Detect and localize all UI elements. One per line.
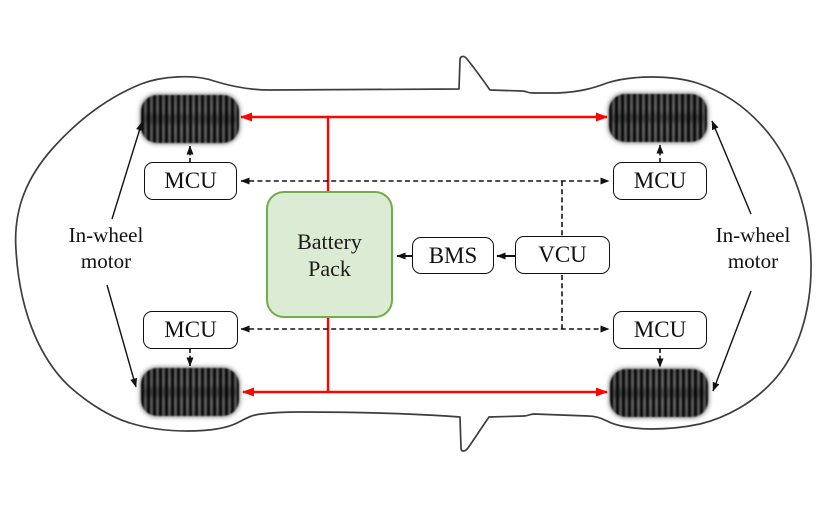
tire-tread-band: [143, 387, 237, 397]
in-wheel-motor-label-right: In-wheel motor: [693, 222, 813, 274]
car-body-outline: [14, 55, 812, 452]
bms-label: BMS: [428, 242, 478, 268]
tire-front-left: [141, 95, 239, 143]
mcu-front-left-label: MCU: [164, 168, 217, 193]
in-wheel-motor-label-left-line2: motor: [80, 249, 132, 273]
battery-pack-label-line1: Battery: [297, 228, 362, 254]
bms-box: BMS: [412, 237, 494, 274]
tire-tread-band: [611, 113, 705, 123]
tire-front-right: [609, 94, 707, 142]
pointer-left-label-to-front-wheel: [111, 121, 143, 220]
in-wheel-motor-label-left-line1: In-wheel: [68, 223, 144, 247]
pointer-left-label-to-rear-wheel: [106, 284, 138, 388]
vcu-label: VCU: [538, 242, 587, 267]
in-wheel-motor-label-left: In-wheel motor: [46, 222, 166, 274]
mcu-front-left-box: MCU: [144, 162, 237, 200]
pointer-right-label-to-front-wheel: [711, 120, 752, 215]
tire-tread-band: [612, 388, 706, 398]
mcu-front-right-box: MCU: [613, 162, 707, 200]
tire-tread-band: [143, 114, 237, 124]
mcu-rear-left-box: MCU: [143, 311, 238, 349]
vcu-box: VCU: [515, 236, 610, 274]
battery-pack-label-line2: Pack: [308, 255, 351, 281]
in-wheel-motor-label-right-line2: motor: [727, 249, 779, 273]
tire-rear-right: [610, 369, 708, 417]
battery-pack-box: Battery Pack: [266, 191, 393, 318]
mcu-rear-right-box: MCU: [613, 311, 707, 349]
in-wheel-motor-label-right-line1: In-wheel: [715, 223, 791, 247]
mcu-rear-right-label: MCU: [633, 317, 687, 342]
mcu-rear-left-label: MCU: [164, 317, 217, 342]
tire-rear-left: [141, 368, 239, 416]
mcu-front-right-label: MCU: [633, 168, 687, 193]
pointer-right-label-to-rear-wheel: [712, 290, 752, 392]
